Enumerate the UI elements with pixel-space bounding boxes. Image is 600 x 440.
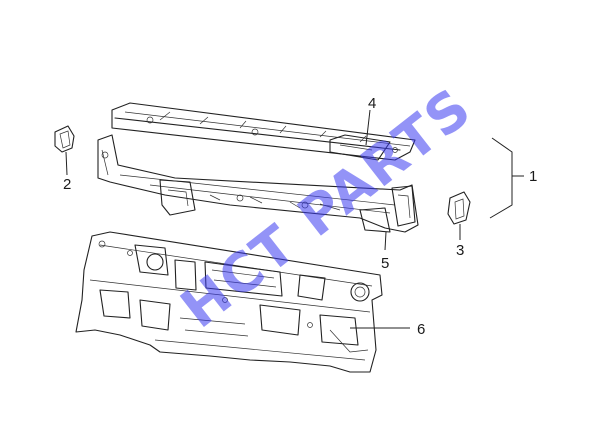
callout-4: 4 — [368, 95, 376, 112]
part-2-left-bracket — [54, 125, 75, 153]
callout-3: 3 — [456, 242, 464, 259]
leader-lines — [65, 109, 524, 329]
callout-2: 2 — [63, 176, 71, 193]
watermark-text: HCT PARTS — [169, 75, 483, 340]
part-3-right-bracket — [447, 191, 471, 225]
bracket-1 — [489, 137, 524, 219]
callout-1: 1 — [529, 168, 537, 185]
leader-5 — [384, 231, 387, 251]
part-5-lower-cross-member — [97, 134, 419, 233]
leader-2 — [65, 151, 68, 176]
part-4-upper-cowl-bar — [111, 102, 416, 161]
callout-6: 6 — [417, 321, 425, 338]
callout-5: 5 — [381, 255, 389, 272]
callout-labels: 1 2 3 4 5 6 — [63, 95, 537, 338]
leader-4 — [365, 109, 371, 146]
part-6-dash-panel — [75, 231, 383, 373]
